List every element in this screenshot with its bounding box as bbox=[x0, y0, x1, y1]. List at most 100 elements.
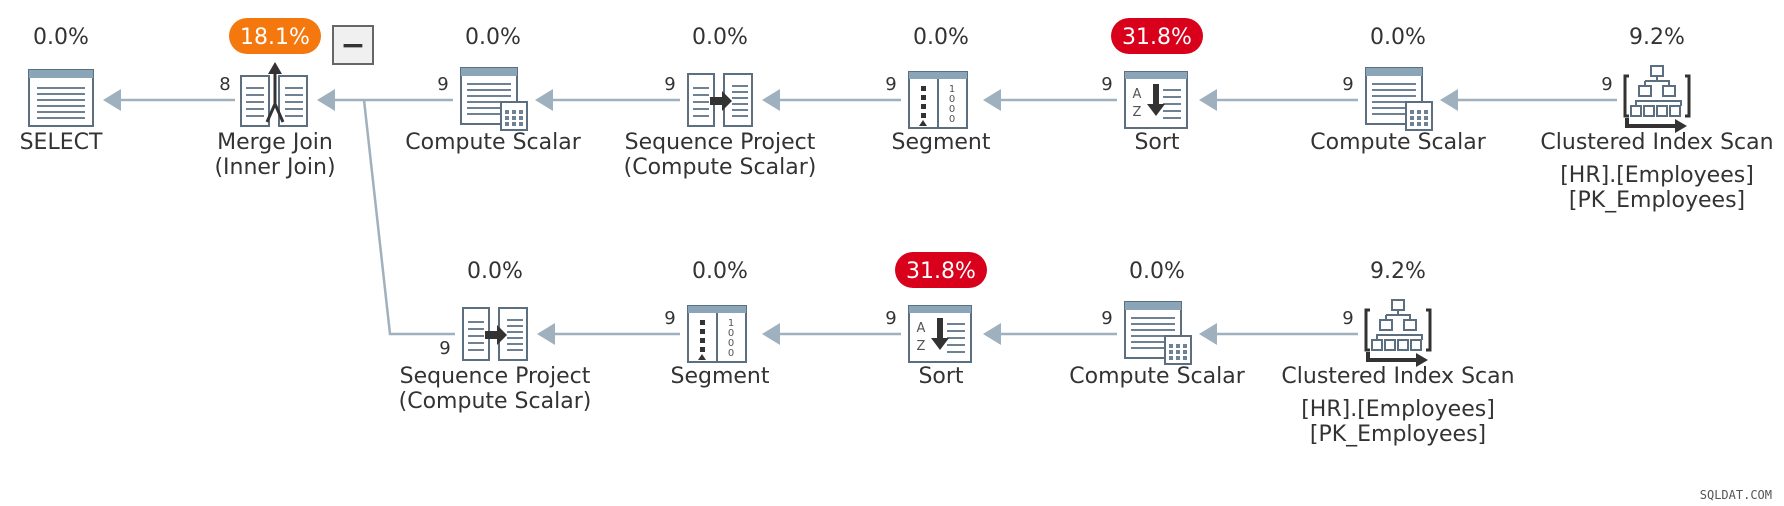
edge-cs3-to-sort2[interactable]: 9 bbox=[983, 308, 1117, 345]
sort-icon: AZ bbox=[1124, 71, 1188, 129]
row-count: 9 bbox=[1101, 308, 1112, 329]
operator-detail: [PK_Employees] bbox=[1310, 422, 1486, 447]
row-count: 9 bbox=[437, 74, 448, 95]
edge-sp1-to-cs1[interactable]: 9 bbox=[535, 74, 680, 111]
edge-cs2-to-sort1[interactable]: 9 bbox=[1199, 74, 1358, 111]
operator-name: Segment bbox=[671, 364, 770, 389]
operator-name: Compute Scalar bbox=[405, 130, 581, 155]
svg-text:1: 1 bbox=[949, 84, 955, 95]
scan-icon bbox=[1364, 299, 1432, 367]
watermark: SQLDAT.COM bbox=[1700, 488, 1772, 502]
svg-text:0: 0 bbox=[728, 328, 734, 339]
row-count: 8 bbox=[219, 74, 230, 95]
edge-merge-to-select[interactable]: 8 bbox=[103, 74, 235, 111]
cost-percentage: 18.1% bbox=[240, 25, 310, 50]
row-count: 9 bbox=[1101, 74, 1112, 95]
svg-text:0: 0 bbox=[728, 348, 734, 359]
row-count: 9 bbox=[439, 338, 450, 359]
cost-percentage: 0.0% bbox=[467, 259, 523, 284]
scan-icon bbox=[1623, 65, 1691, 133]
seqproj-icon bbox=[687, 73, 753, 127]
cost-percentage: 9.2% bbox=[1370, 259, 1426, 284]
compute-icon bbox=[1365, 67, 1433, 131]
edge-seg1-to-sp1[interactable]: 9 bbox=[762, 74, 901, 111]
edge-sp2-to-merge[interactable]: 9 bbox=[362, 99, 455, 359]
plan-nodes: 0.0% SELECT 18.1% Merge Join(Inner Join) 0.0… bbox=[20, 18, 1774, 447]
plan-edges: 8 9 9 9 9 9 9 9 9 9 9 9 bbox=[103, 74, 1617, 359]
row-count: 9 bbox=[1342, 308, 1353, 329]
svg-text:A: A bbox=[1133, 87, 1142, 102]
svg-text:A: A bbox=[917, 321, 926, 336]
cost-percentage: 0.0% bbox=[465, 25, 521, 50]
operator-name: Sort bbox=[918, 364, 963, 389]
cost-percentage: 0.0% bbox=[692, 25, 748, 50]
edge-seg2-to-sp2[interactable]: 9 bbox=[537, 308, 680, 345]
collapse-symbol: − bbox=[340, 28, 365, 63]
sort-icon: AZ bbox=[908, 305, 972, 363]
cost-percentage: 0.0% bbox=[913, 25, 969, 50]
operator-detail: [PK_Employees] bbox=[1569, 188, 1745, 213]
cost-percentage: 0.0% bbox=[33, 25, 89, 50]
operator-detail: (Inner Join) bbox=[214, 155, 335, 180]
row-count: 9 bbox=[885, 308, 896, 329]
edge-sort2-to-seg2[interactable]: 9 bbox=[762, 308, 901, 345]
operator-cs1[interactable]: 0.0% Compute Scalar bbox=[405, 25, 581, 155]
edge-cs1-to-merge[interactable]: 9 bbox=[317, 74, 453, 111]
select-icon bbox=[28, 69, 94, 127]
svg-text:Z: Z bbox=[917, 339, 926, 354]
operator-detail: (Compute Scalar) bbox=[624, 155, 817, 180]
operator-select[interactable]: 0.0% SELECT bbox=[20, 25, 103, 155]
operator-sp1[interactable]: 0.0% Sequence Project(Compute Scalar) bbox=[624, 25, 817, 180]
operator-name: Compute Scalar bbox=[1310, 130, 1486, 155]
svg-text:0: 0 bbox=[949, 94, 955, 105]
collapse-button[interactable]: − bbox=[332, 25, 374, 65]
compute-icon bbox=[460, 67, 528, 131]
edge-sort1-to-seg1[interactable]: 9 bbox=[983, 74, 1117, 111]
svg-text:1: 1 bbox=[728, 318, 734, 329]
operator-cs2[interactable]: 0.0% Compute Scalar bbox=[1310, 25, 1486, 155]
operator-scan2[interactable]: 9.2% Clustered Index Scan [HR].[Employees]… bbox=[1281, 259, 1514, 447]
operator-sp2[interactable]: 0.0% Sequence Project(Compute Scalar) bbox=[399, 259, 592, 414]
operator-name: SELECT bbox=[20, 130, 103, 155]
row-count: 9 bbox=[885, 74, 896, 95]
cost-percentage: 31.8% bbox=[1122, 25, 1192, 50]
seqproj-icon bbox=[462, 307, 528, 361]
row-count: 9 bbox=[1342, 74, 1353, 95]
operator-scan1[interactable]: 9.2% Clustered Index Scan [HR].[Employees]… bbox=[1540, 25, 1773, 213]
row-count: 9 bbox=[664, 308, 675, 329]
operator-cs3[interactable]: 0.0% Compute Scalar bbox=[1069, 259, 1245, 389]
cost-percentage: 0.0% bbox=[1129, 259, 1185, 284]
operator-name: Sort bbox=[1134, 130, 1179, 155]
cost-percentage: 0.0% bbox=[692, 259, 748, 284]
merge-icon bbox=[240, 62, 308, 127]
operator-name: Sequence Project bbox=[625, 130, 816, 155]
operator-name: Clustered Index Scan bbox=[1281, 364, 1514, 389]
edge-scan1-to-cs2[interactable]: 9 bbox=[1440, 74, 1617, 111]
operator-name: Compute Scalar bbox=[1069, 364, 1245, 389]
operator-name: Clustered Index Scan bbox=[1540, 130, 1773, 155]
operator-name: Segment bbox=[892, 130, 991, 155]
cost-badge bbox=[895, 252, 987, 288]
operator-merge[interactable]: 18.1% Merge Join(Inner Join) bbox=[214, 18, 336, 180]
operator-detail: (Compute Scalar) bbox=[399, 389, 592, 414]
operator-name: Merge Join bbox=[217, 130, 333, 155]
row-count: 9 bbox=[664, 74, 675, 95]
cost-badge bbox=[229, 18, 321, 54]
operator-name: Sequence Project bbox=[400, 364, 591, 389]
cost-percentage: 9.2% bbox=[1629, 25, 1685, 50]
row-count: 9 bbox=[1601, 74, 1612, 95]
compute-icon bbox=[1124, 301, 1192, 365]
cost-percentage: 31.8% bbox=[906, 259, 976, 284]
cost-percentage: 0.0% bbox=[1370, 25, 1426, 50]
edge-scan2-to-cs3[interactable]: 9 bbox=[1199, 308, 1358, 345]
svg-text:0: 0 bbox=[949, 104, 955, 115]
operator-detail: [HR].[Employees] bbox=[1301, 397, 1495, 422]
operator-detail: [HR].[Employees] bbox=[1560, 163, 1754, 188]
